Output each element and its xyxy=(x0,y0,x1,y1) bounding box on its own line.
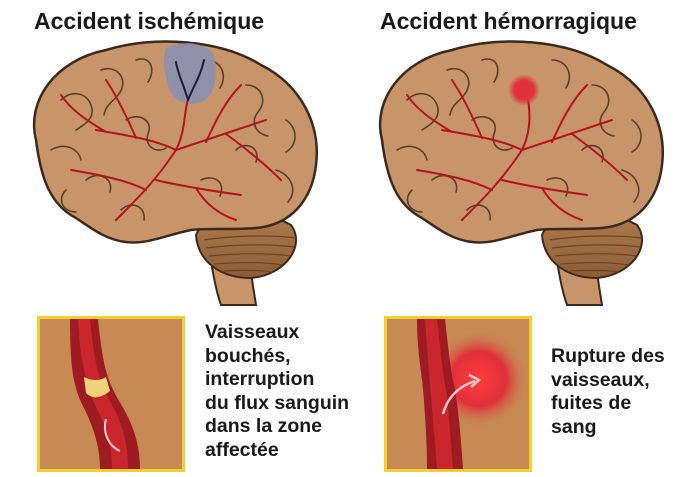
caption-line: vaisseaux, xyxy=(551,369,665,393)
caption-line: Vaisseaux xyxy=(205,321,349,345)
caption-line: affectée xyxy=(205,439,349,463)
hemorrhagic-caption: Rupture des vaisseaux, fuites de sang xyxy=(551,345,665,439)
caption-line: du flux sanguin xyxy=(205,392,349,416)
caption-line: bouchés, xyxy=(205,345,349,369)
caption-line: Rupture des xyxy=(551,345,665,369)
ischemic-caption: Vaisseaux bouchés, interruption du flux … xyxy=(205,321,349,462)
caption-line: interruption xyxy=(205,368,349,392)
ruptured-vessel-illustration xyxy=(387,319,529,469)
ischemic-brain-illustration xyxy=(6,30,336,310)
caption-line: fuites de xyxy=(551,392,665,416)
blocked-vessel-inset xyxy=(37,316,185,472)
caption-line: sang xyxy=(551,416,665,440)
hemorrhagic-brain-illustration xyxy=(352,30,682,310)
blocked-vessel-illustration xyxy=(40,319,182,469)
ruptured-vessel-inset xyxy=(384,316,532,472)
caption-line: dans la zone xyxy=(205,415,349,439)
